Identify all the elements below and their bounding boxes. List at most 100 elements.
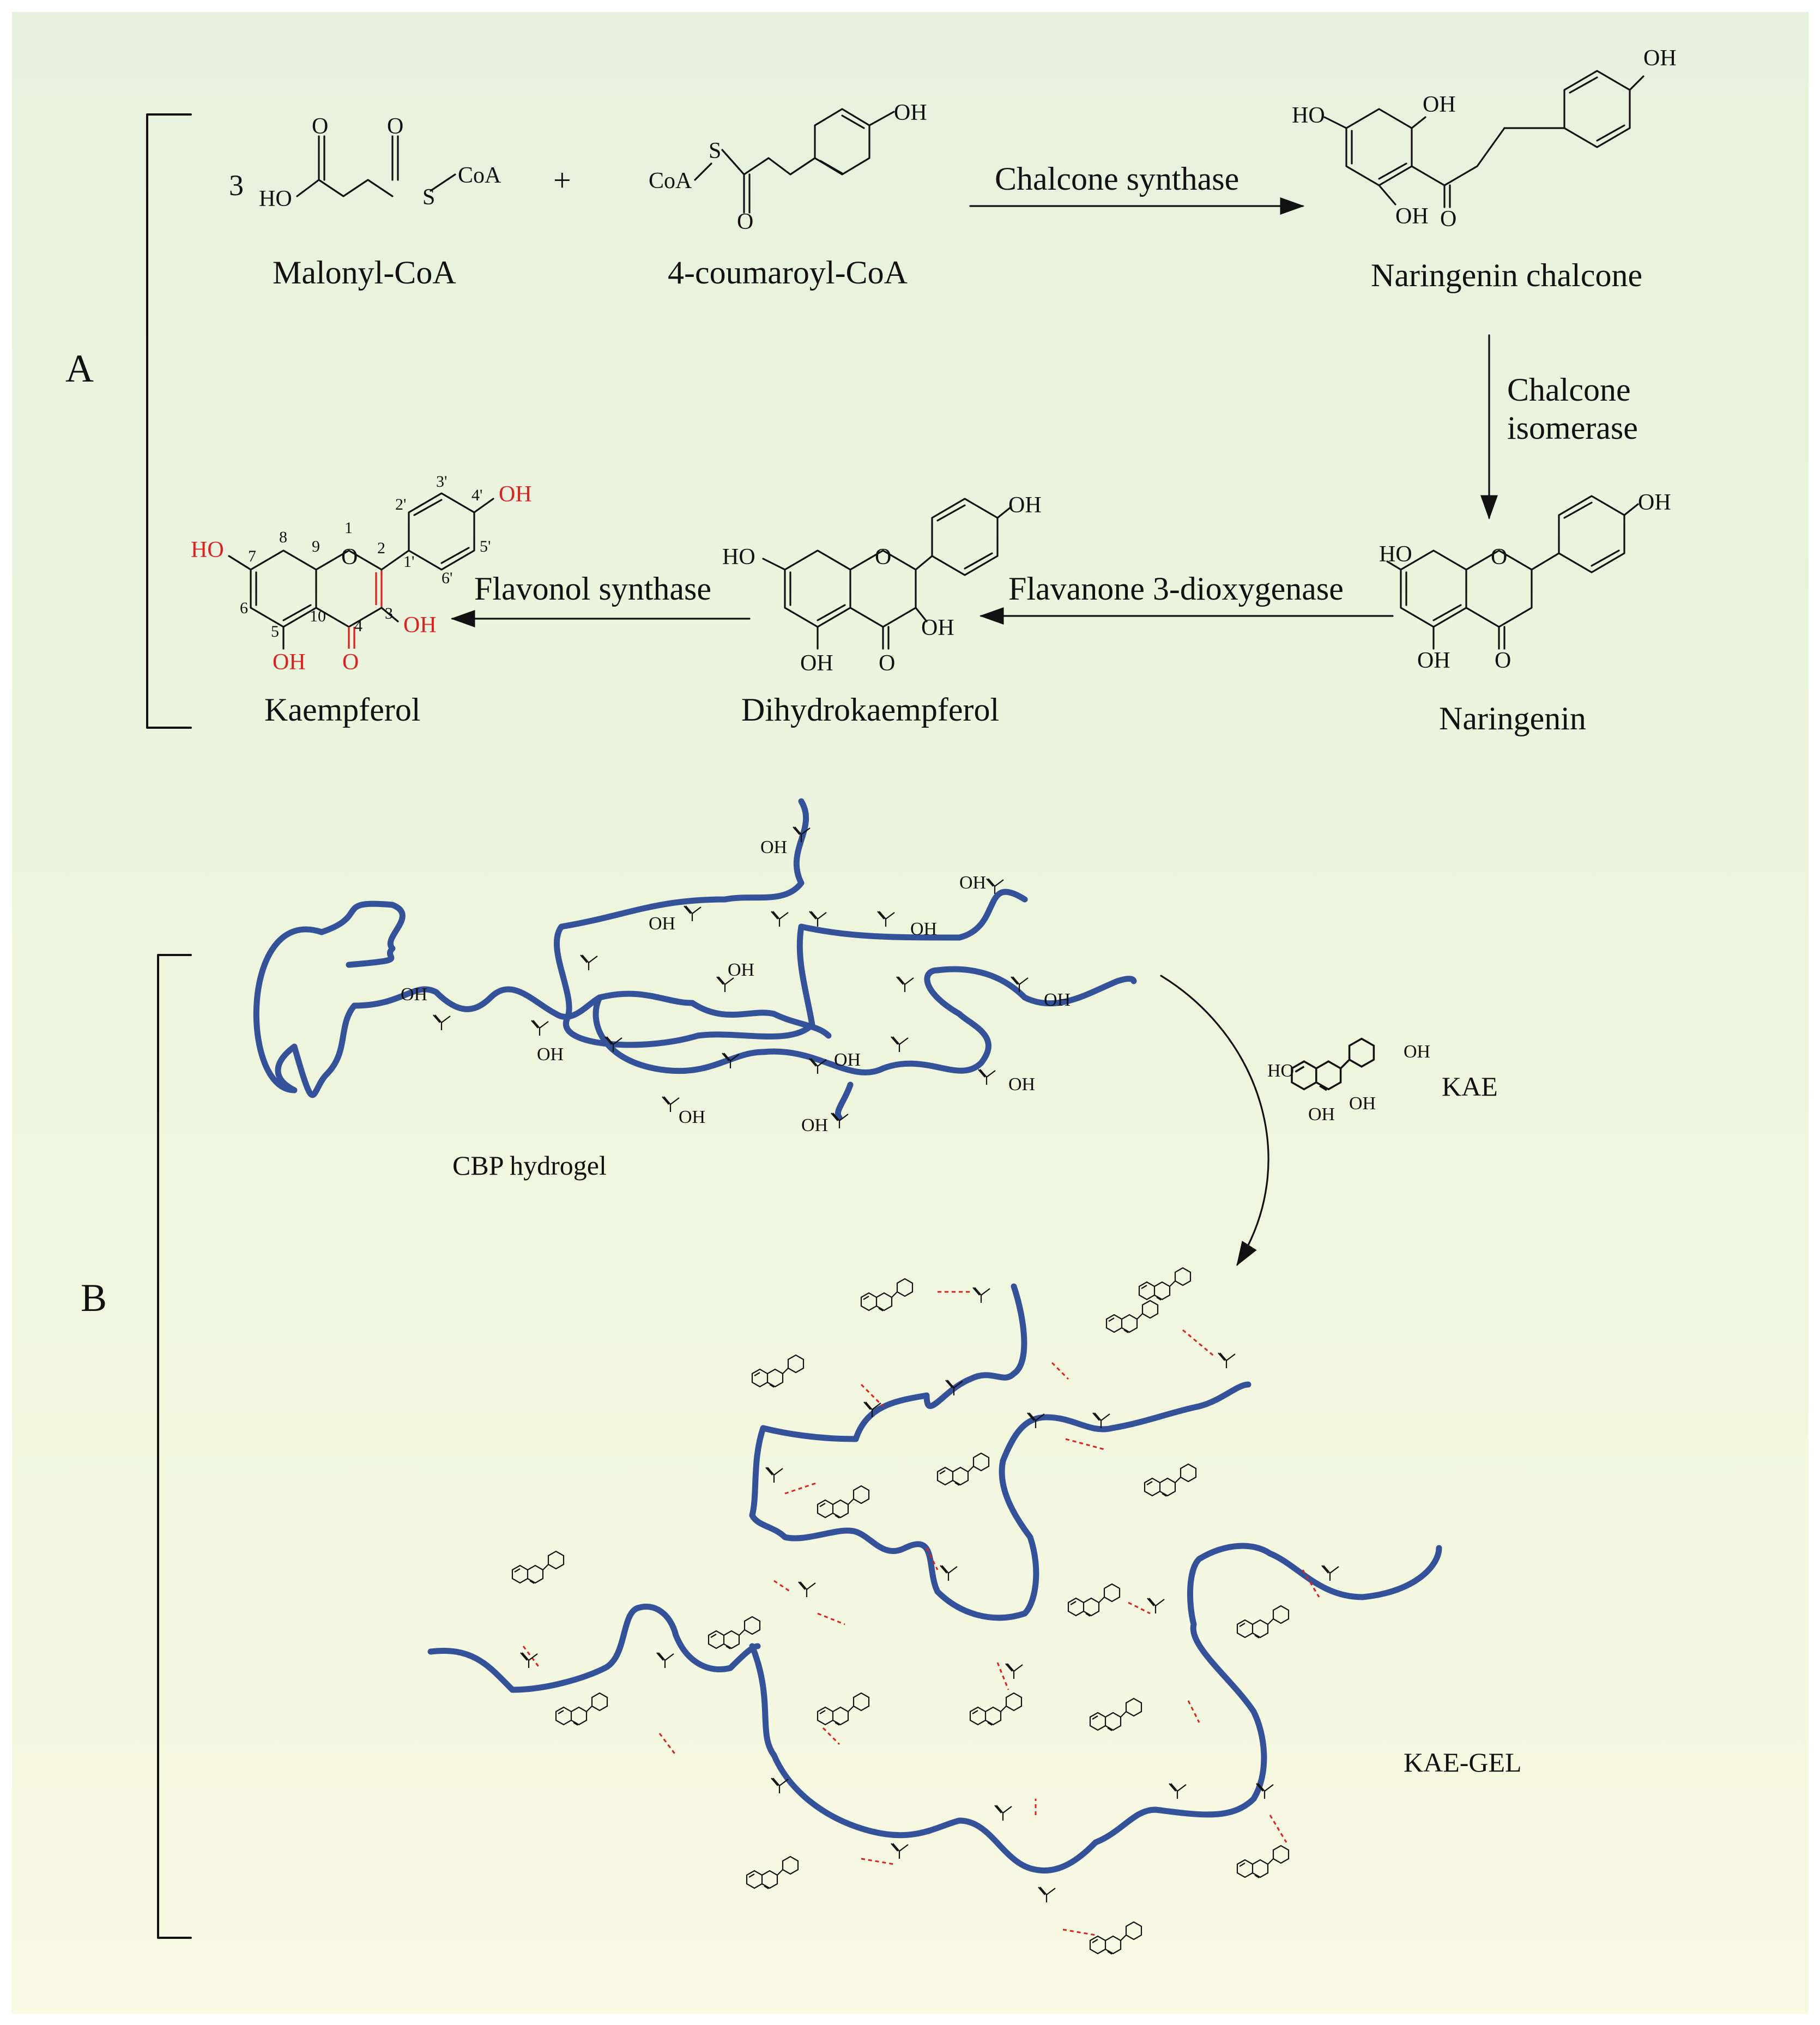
polymer-chain <box>553 798 1028 1048</box>
svg-text:OH: OH <box>760 837 787 857</box>
svg-text:O: O <box>342 650 359 675</box>
svg-text:OH: OH <box>1643 46 1677 71</box>
coumaroyl-coa-name: 4-coumaroyl-CoA <box>668 255 908 291</box>
svg-text:8: 8 <box>279 528 287 546</box>
svg-text:HO: HO <box>191 537 224 563</box>
plus-sign: + <box>553 162 571 198</box>
svg-text:O: O <box>875 545 891 570</box>
svg-text:OH: OH <box>273 650 306 675</box>
svg-text:OH: OH <box>499 482 532 507</box>
svg-text:OH: OH <box>801 1115 828 1135</box>
svg-text:OH: OH <box>1008 493 1042 518</box>
polymer-chain <box>253 900 406 1098</box>
svg-text:2: 2 <box>377 539 385 557</box>
svg-text:O: O <box>1495 648 1511 673</box>
coumaroyl-coa-structure: CoA S O OH 4-coumaroyl-CoA <box>649 100 927 291</box>
svg-text:3': 3' <box>436 473 447 491</box>
cbp-hydrogel-network <box>253 798 1137 1121</box>
chalcone-isomerase-label-1: Chalcone <box>1507 372 1631 408</box>
svg-text:O: O <box>1491 545 1507 570</box>
svg-text:6': 6' <box>442 569 452 587</box>
cbp-hydrogel-label: CBP hydrogel <box>452 1150 607 1181</box>
kaempferol-name: Kaempferol <box>264 692 421 728</box>
panel-b: B <box>81 798 1522 1955</box>
panel-a: A 3 HO O O S CoA Malonyl-CoA + CoA S O <box>65 46 1677 736</box>
svg-text:5: 5 <box>271 622 279 640</box>
svg-text:S: S <box>422 185 435 210</box>
svg-text:OH: OH <box>1404 1042 1430 1062</box>
kae-gel-network <box>427 1283 1442 1873</box>
naringenin-structure: O HO OH O OH Naringenin <box>1379 490 1671 736</box>
svg-text:O: O <box>341 545 358 570</box>
svg-text:OH: OH <box>403 613 437 638</box>
svg-text:O: O <box>387 114 403 139</box>
svg-text:OH: OH <box>1044 990 1071 1010</box>
svg-text:2': 2' <box>395 495 406 513</box>
svg-text:O: O <box>1440 207 1456 232</box>
polymer-chain <box>592 966 1137 1076</box>
svg-text:OH: OH <box>894 100 927 125</box>
svg-text:OH: OH <box>921 615 954 640</box>
svg-text:4': 4' <box>471 486 482 504</box>
svg-text:HO: HO <box>1379 542 1412 567</box>
svg-text:OH: OH <box>1395 204 1429 229</box>
polymer-chain <box>689 1000 832 1039</box>
malonyl-coa-structure: 3 HO O O S CoA Malonyl-CoA <box>229 114 501 291</box>
svg-text:HO: HO <box>259 186 292 211</box>
svg-text:OH: OH <box>401 984 427 1005</box>
svg-text:O: O <box>312 114 328 139</box>
svg-text:OH: OH <box>1008 1074 1035 1095</box>
kae-label: KAE <box>1442 1071 1498 1102</box>
svg-text:HO: HO <box>1292 103 1325 128</box>
chalcone-synthase-label: Chalcone synthase <box>995 161 1239 197</box>
panel-b-label: B <box>81 1276 107 1320</box>
polymer-chain <box>749 1283 1251 1621</box>
svg-text:OH: OH <box>1349 1093 1376 1114</box>
panel-a-label: A <box>65 347 94 390</box>
svg-text:S: S <box>709 138 721 164</box>
naringenin-chalcone-structure: HO OH OH O OH Naringenin chalcone <box>1292 46 1677 293</box>
svg-text:3: 3 <box>229 169 244 202</box>
naringenin-name: Naringenin <box>1439 700 1586 736</box>
flavanone-dioxygenase-label: Flavanone 3-dioxygenase <box>1008 571 1344 607</box>
svg-text:OH: OH <box>1308 1104 1335 1125</box>
malonyl-coa-name: Malonyl-CoA <box>273 255 456 291</box>
svg-text:OH: OH <box>537 1044 564 1065</box>
svg-text:1': 1' <box>403 553 414 571</box>
naringenin-chalcone-name: Naringenin chalcone <box>1371 257 1642 293</box>
polymer-chain <box>427 1603 761 1693</box>
loading-arrow <box>1160 975 1269 1266</box>
svg-text:OH: OH <box>1638 490 1671 515</box>
svg-text:O: O <box>737 209 753 234</box>
panel-b-bracket <box>157 954 192 1939</box>
svg-text:OH: OH <box>1417 648 1450 673</box>
svg-text:4: 4 <box>354 617 362 635</box>
panel-a-bracket <box>146 113 192 729</box>
polymer-chain <box>351 986 696 1020</box>
svg-text:O: O <box>879 651 895 676</box>
svg-text:OH: OH <box>649 914 675 934</box>
kaempferol-structure: O HO OH O OH OH 1 2 3 4 5 6 7 8 9 10 1' … <box>191 473 532 728</box>
figure-background <box>12 12 1809 2014</box>
svg-text:9: 9 <box>312 537 320 555</box>
svg-text:CoA: CoA <box>458 163 501 188</box>
svg-text:HO: HO <box>722 545 755 570</box>
svg-text:6: 6 <box>240 599 248 617</box>
svg-text:OH: OH <box>834 1050 861 1070</box>
svg-text:3: 3 <box>385 605 393 622</box>
chalcone-isomerase-label-2: isomerase <box>1507 410 1638 446</box>
hydrogen-bonds <box>522 1291 1320 1936</box>
svg-text:10: 10 <box>310 607 326 625</box>
svg-text:5': 5' <box>480 537 491 555</box>
flavonol-synthase-label: Flavonol synthase <box>474 571 711 607</box>
kae-gel-label: KAE-GEL <box>1404 1747 1522 1778</box>
svg-text:OH: OH <box>1423 92 1456 117</box>
svg-text:HO: HO <box>1267 1061 1294 1081</box>
svg-text:OH: OH <box>800 651 833 676</box>
svg-text:OH: OH <box>959 873 986 893</box>
svg-text:CoA: CoA <box>649 168 692 194</box>
svg-text:OH: OH <box>679 1107 705 1127</box>
svg-text:7: 7 <box>248 547 256 565</box>
svg-text:OH: OH <box>910 919 937 939</box>
